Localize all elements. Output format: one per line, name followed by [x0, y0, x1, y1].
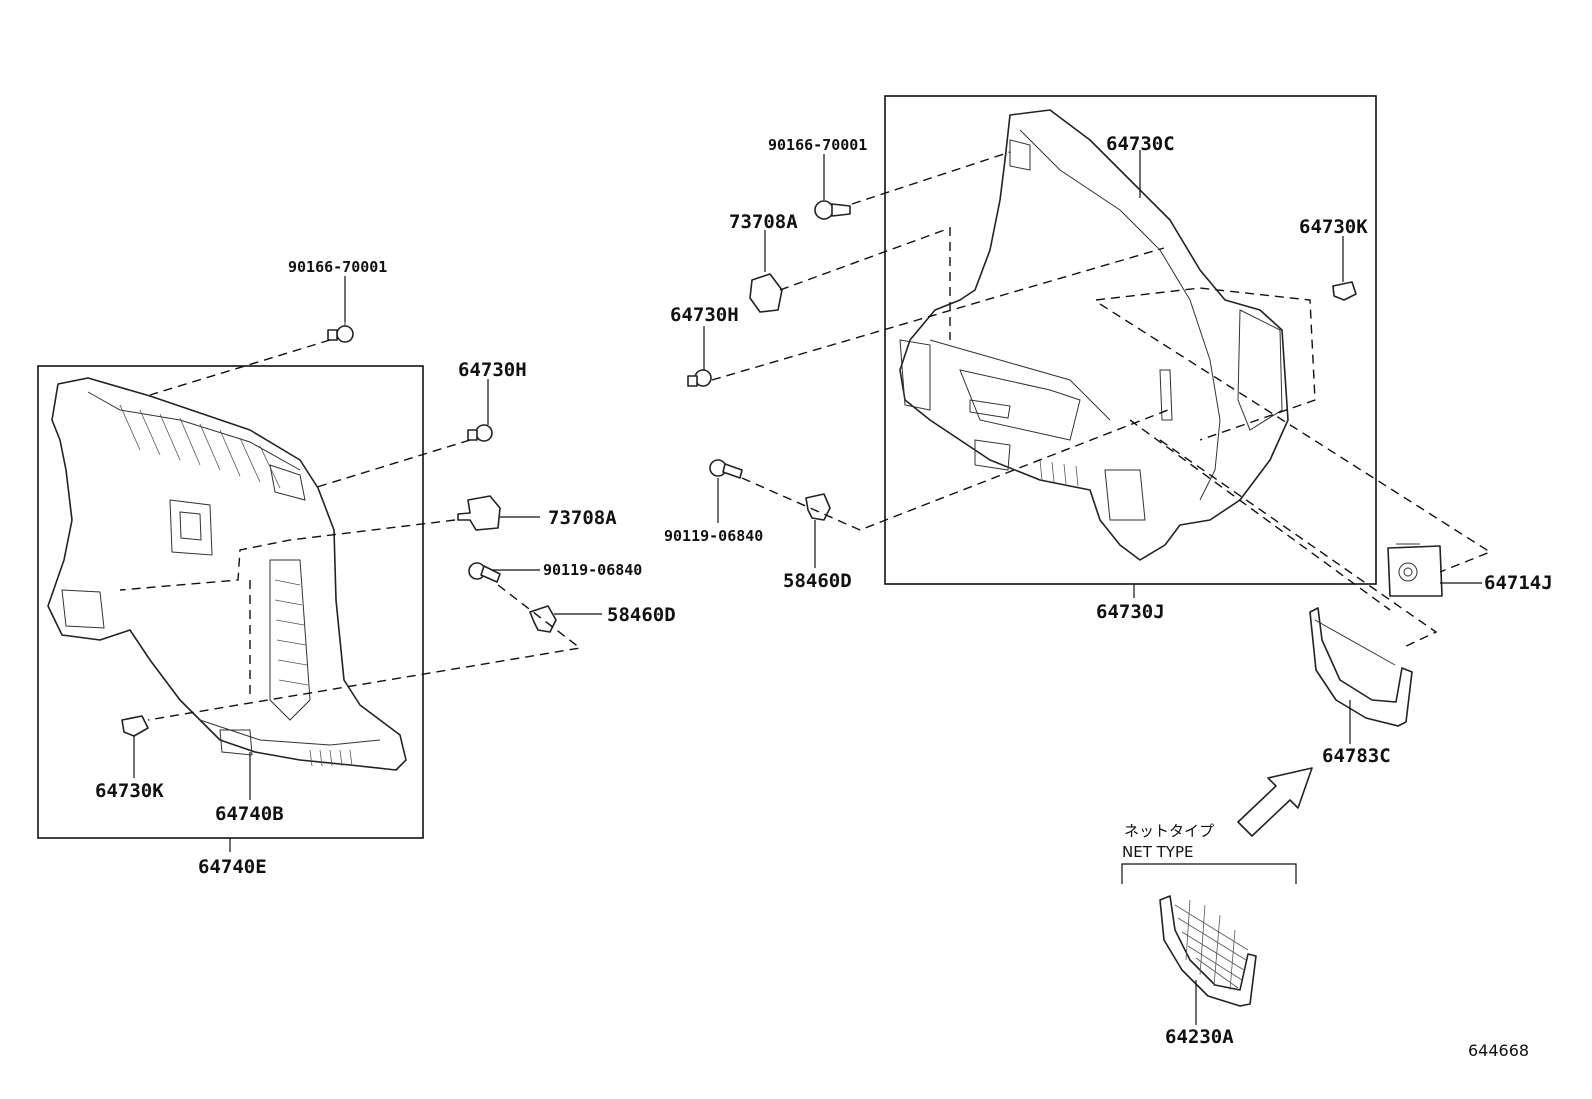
label-90166-70001-left: 90166-70001	[288, 258, 387, 276]
label-64230A: 64230A	[1165, 1026, 1234, 1048]
frame-64783C	[1309, 607, 1413, 727]
fastener-73708A-left	[457, 495, 501, 531]
quarter-trim-panel-left	[47, 377, 407, 771]
fastener-73708A-right	[749, 273, 783, 313]
clip-58460D-left	[529, 605, 557, 633]
clip-90166-70001-left	[327, 318, 354, 343]
right-assembly: 90166-70001 73708A 64730H 64730C 64730K …	[664, 95, 1553, 1048]
label-64730J: 64730J	[1096, 601, 1165, 623]
label-64730H-right: 64730H	[670, 304, 739, 326]
label-90119-06840-right: 90119-06840	[664, 527, 763, 545]
group-box-64730J	[884, 95, 1377, 585]
screw-90119-06840-left	[468, 562, 501, 583]
bracket-64714J	[1387, 543, 1443, 597]
diagram-reference-number: 644668	[1468, 1041, 1529, 1060]
deck-side-trim-right	[899, 109, 1289, 561]
label-64730C: 64730C	[1106, 133, 1175, 155]
label-58460D-left: 58460D	[607, 604, 676, 626]
label-73708A-left: 73708A	[548, 507, 617, 529]
label-64730K-left: 64730K	[95, 780, 164, 802]
label-58460D-right: 58460D	[783, 570, 852, 592]
label-64740B: 64740B	[215, 803, 284, 825]
clip-64730H-left	[467, 424, 493, 442]
net-type-en: NET TYPE	[1122, 843, 1193, 861]
clip-64730H-right	[687, 369, 712, 387]
clip-90166-70001-right	[814, 200, 851, 220]
clip-58460D-right	[805, 493, 831, 521]
label-90119-06840-left: 90119-06840	[543, 561, 642, 579]
label-90166-70001-right: 90166-70001	[768, 136, 867, 154]
clip-64730K-right	[1332, 281, 1357, 301]
screw-90119-06840-right	[709, 459, 743, 479]
label-64740E: 64740E	[198, 856, 267, 878]
label-64730K-right: 64730K	[1299, 216, 1368, 238]
clip-64730K-left	[121, 715, 149, 737]
direction-arrow	[1237, 767, 1313, 837]
net-type-jp: ネットタイプ	[1124, 822, 1214, 840]
left-assembly: 90166-70001 64730H 73708A 90119-06840 58…	[37, 258, 676, 878]
label-64783C: 64783C	[1322, 745, 1391, 767]
label-64714J: 64714J	[1484, 572, 1553, 594]
label-73708A-right: 73708A	[729, 211, 798, 233]
net-64230A	[1159, 895, 1257, 1007]
label-64730H-left: 64730H	[458, 359, 527, 381]
